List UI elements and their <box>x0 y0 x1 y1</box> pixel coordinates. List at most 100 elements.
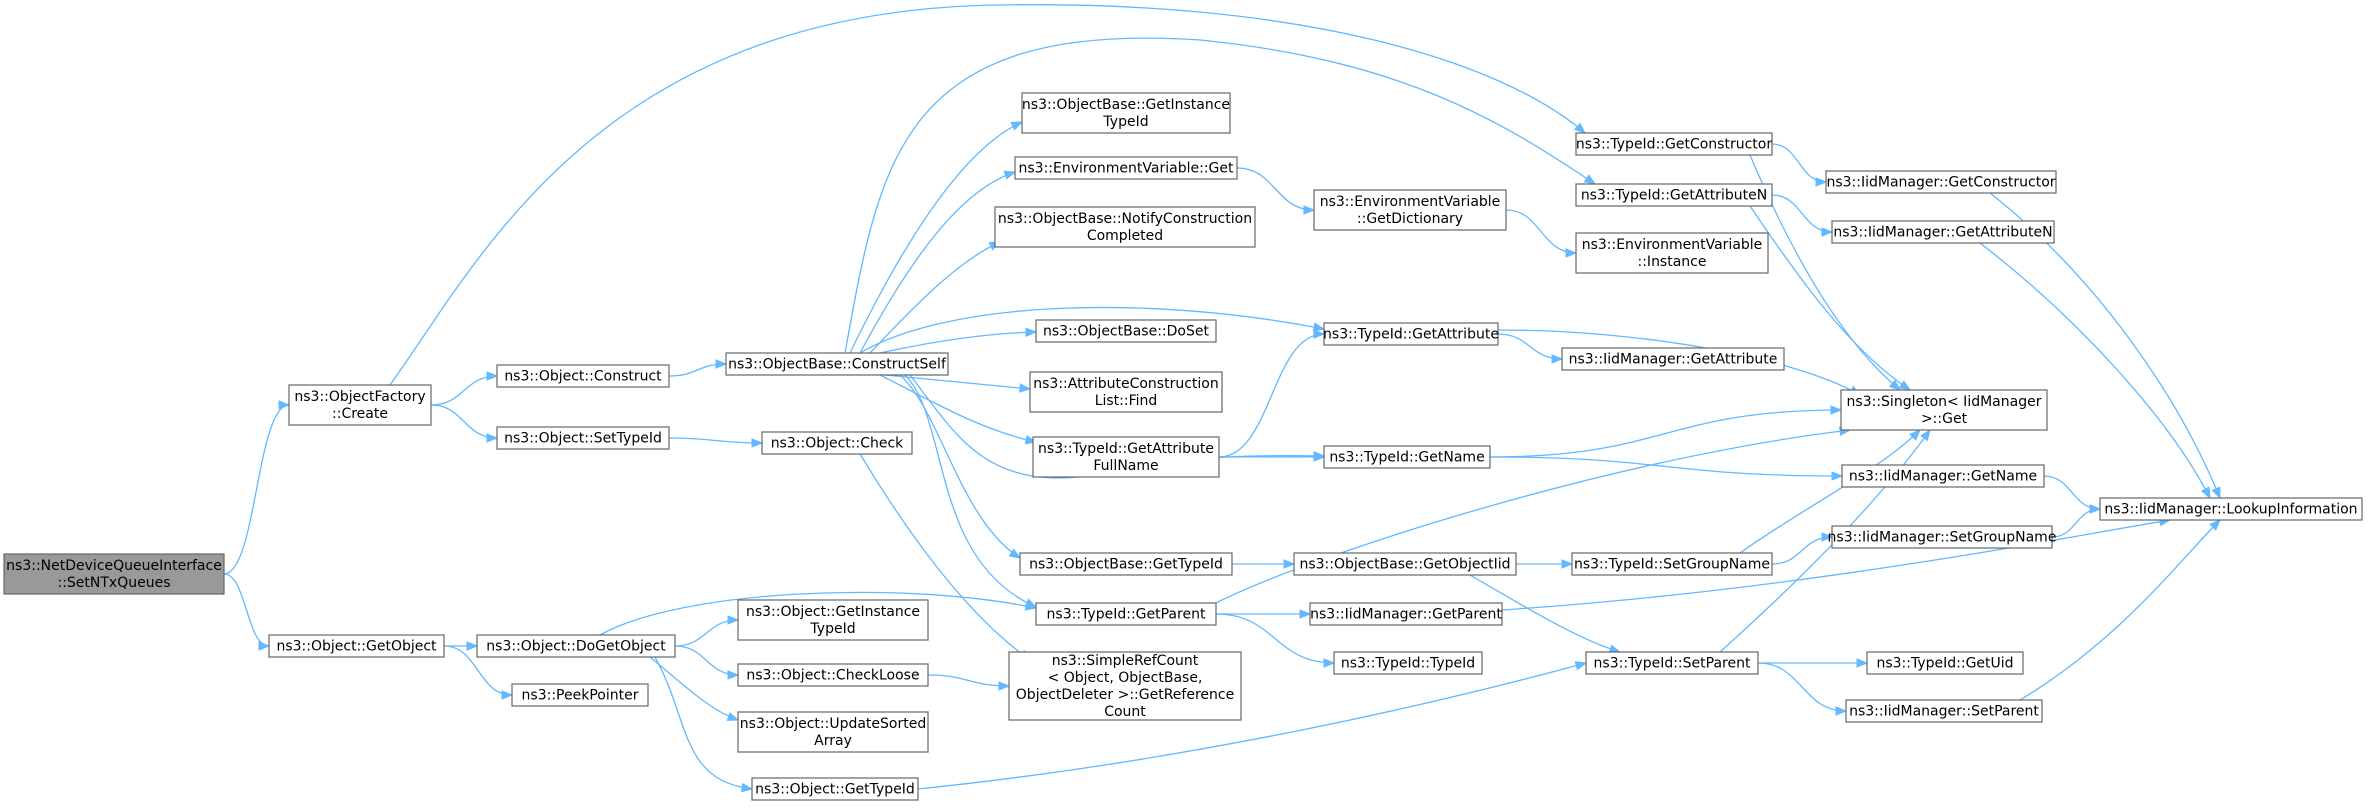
node-ob_getobjectiid[interactable]: ns3::ObjectBase::GetObjectIid <box>1293 552 1517 576</box>
edge-line <box>1757 662 1847 712</box>
edge-tid_setparent-to-tid_getuid <box>1758 658 1869 668</box>
node-label: ns3::IidManager::GetParent <box>1310 607 1502 623</box>
node-tid_getname[interactable]: ns3::TypeId::GetName <box>1323 445 1491 469</box>
node-box <box>1575 232 1769 274</box>
node-obj_construct[interactable]: ns3::Object::Construct <box>496 364 670 388</box>
node-ob_notify[interactable]: ns3::ObjectBase::NotifyConstructionCompl… <box>994 206 1256 248</box>
edge-line <box>649 656 739 721</box>
node-ob_constructself[interactable]: ns3::ObjectBase::ConstructSelf <box>725 352 949 376</box>
edge-arrowhead <box>1025 327 1038 337</box>
node-label: ns3::SimpleRefCount <box>1052 653 1199 669</box>
node-peekpointer[interactable]: ns3::PeekPointer <box>511 683 649 707</box>
edge-tid_setparent-to-iid_setparent <box>1757 662 1848 716</box>
node-iid_setparent[interactable]: ns3::IidManager::SetParent <box>1845 699 2043 723</box>
edge-ob_constructself-to-ob_getinstancetypeid <box>849 121 1024 354</box>
node-obj_gettypeid[interactable]: ns3::Object::GetTypeId <box>751 777 919 801</box>
node-box <box>496 426 670 450</box>
node-tid_getparent[interactable]: ns3::TypeId::GetParent <box>1035 602 1217 626</box>
edge-ob_getobjectiid-to-tid_setparent <box>1469 574 1622 654</box>
node-tid_setgroupname[interactable]: ns3::TypeId::SetGroupName <box>1571 552 1773 576</box>
node-label: ns3::IidManager::GetAttributeN <box>1833 225 2052 241</box>
node-singleton_get[interactable]: ns3::Singleton< IidManager >::Get <box>1840 389 2048 431</box>
edge-tid_setgroupname-to-singleton_get <box>1739 429 1921 554</box>
edge-obj_dogetobject-to-obj_checkloose <box>674 645 740 680</box>
edge-obj_dogetobject-to-obj_getinstancetypeid <box>674 615 740 647</box>
edge-line <box>2019 519 2221 701</box>
node-box <box>1008 651 1242 721</box>
node-ob_gettypeid[interactable]: ns3::ObjectBase::GetTypeId <box>1019 552 1233 576</box>
node-iid_getattributen[interactable]: ns3::IidManager::GetAttributeN <box>1831 220 2055 244</box>
node-env_instance[interactable]: ns3::EnvironmentVariable::Instance <box>1575 232 1769 274</box>
node-tid_getconstructor[interactable]: ns3::TypeId::GetConstructor <box>1575 132 1773 156</box>
node-factory_create[interactable]: ns3::ObjectFactory::Create <box>288 384 432 426</box>
node-iid_getconstructor[interactable]: ns3::IidManager::GetConstructor <box>1825 170 2057 194</box>
node-tid_setparent[interactable]: ns3::TypeId::SetParent <box>1585 651 1759 675</box>
node-box <box>1831 525 2053 549</box>
node-iid_getname[interactable]: ns3::IidManager::GetName <box>1841 464 2045 488</box>
edge-arrowhead <box>2200 486 2211 500</box>
node-label: ns3::TypeId::GetAttribute <box>1323 327 1499 343</box>
node-setntx[interactable]: ns3::NetDeviceQueueInterface::SetNTxQueu… <box>3 553 225 595</box>
node-label: ns3::IidManager::GetName <box>1849 469 2037 485</box>
edge-arrowhead <box>740 782 754 793</box>
node-simplerefcount[interactable]: ns3::SimpleRefCount< Object, ObjectBase,… <box>1008 651 1242 721</box>
node-ob_doset[interactable]: ns3::ObjectBase::DoSet <box>1035 319 1217 343</box>
edge-arrowhead <box>1898 380 1912 391</box>
edge-arrowhead <box>1565 248 1578 258</box>
node-iid_lookup[interactable]: ns3::IidManager::LookupInformation <box>2099 497 2363 521</box>
node-box <box>751 777 919 801</box>
edge-arrowhead <box>1003 170 1017 180</box>
node-box <box>1571 552 1773 576</box>
edge-line <box>859 306 1325 354</box>
node-label: ObjectDeleter >::GetReference <box>1016 687 1234 703</box>
edge-line <box>849 121 1023 354</box>
node-obj_settypeid[interactable]: ns3::Object::SetTypeId <box>496 426 670 450</box>
edge-line <box>2043 475 2101 510</box>
edge-arrowhead <box>1821 532 1834 542</box>
edge-line <box>1215 429 1851 604</box>
edge-line <box>1771 194 1833 233</box>
node-tid_getattributen[interactable]: ns3::TypeId::GetAttributeN <box>1575 183 1773 207</box>
node-env_get[interactable]: ns3::EnvironmentVariable::Get <box>1014 156 1238 180</box>
node-obj_dogetobject[interactable]: ns3::Object::DoGetObject <box>476 634 676 658</box>
node-box <box>761 431 913 455</box>
edge-line <box>859 171 1016 354</box>
edge-line <box>1469 574 1621 653</box>
node-label: ns3::Object::GetInstance <box>746 604 920 620</box>
edge-obj_getobject-to-peekpointer <box>443 645 514 700</box>
node-iid_getparent[interactable]: ns3::IidManager::GetParent <box>1309 602 1503 626</box>
node-label: ns3::Object::GetObject <box>276 639 437 655</box>
edge-arrowhead <box>2209 519 2221 531</box>
node-obj_checkloose[interactable]: ns3::Object::CheckLoose <box>737 663 929 687</box>
edge-line <box>1489 456 1843 477</box>
edge-tid_getattributen-to-singleton_get <box>1749 205 1912 391</box>
edge-arrowhead <box>998 681 1011 691</box>
node-tid_getattribute[interactable]: ns3::TypeId::GetAttribute <box>1323 322 1499 346</box>
node-tid_getuid[interactable]: ns3::TypeId::GetUid <box>1866 651 2024 675</box>
edge-line <box>599 591 1037 636</box>
node-iid_getattribute[interactable]: ns3::IidManager::GetAttribute <box>1561 347 1785 371</box>
node-label: ns3::EnvironmentVariable::Get <box>1019 161 1234 177</box>
node-iid_setgroupname[interactable]: ns3::IidManager::SetGroupName <box>1828 525 2057 549</box>
edge-obj_dogetobject-to-obj_updatesorted <box>649 656 740 721</box>
node-box <box>288 384 432 426</box>
edge-arrowhead <box>1888 379 1902 391</box>
node-obj_getobject[interactable]: ns3::Object::GetObject <box>268 634 445 658</box>
node-box <box>1309 602 1503 626</box>
edge-arrowhead <box>1574 661 1588 671</box>
node-obj_check[interactable]: ns3::Object::Check <box>761 431 913 455</box>
node-env_getdict[interactable]: ns3::EnvironmentVariable::GetDictionary <box>1313 189 1507 231</box>
edge-line <box>223 404 290 575</box>
edge-ob_constructself-to-tid_getattribute <box>859 306 1326 354</box>
edge-line <box>1501 519 2171 611</box>
node-label: ns3::Object::DoGetObject <box>486 639 666 655</box>
edge-arrowhead <box>278 400 291 410</box>
edge-obj_dogetobject-to-obj_gettypeid <box>654 656 754 793</box>
node-tid_typeid[interactable]: ns3::TypeId::TypeId <box>1333 651 1483 675</box>
node-label: ns3::Object::UpdateSorted <box>740 716 926 732</box>
